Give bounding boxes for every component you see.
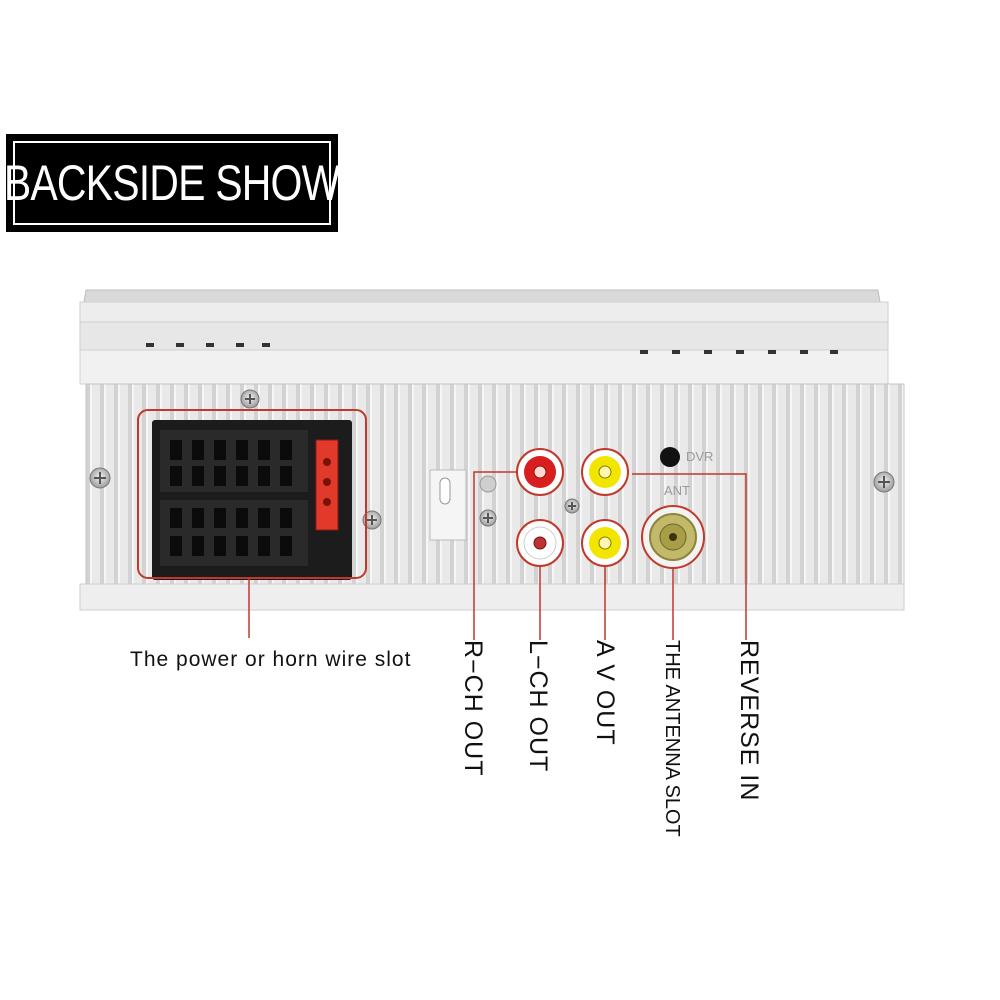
dvr-label: DVR (686, 449, 714, 464)
page-title: BACKSIDE SHOW (4, 155, 340, 211)
screw-icon (240, 389, 260, 409)
l-ch-out-label: L−CH OUT (524, 640, 552, 773)
fuse-icon (315, 439, 339, 531)
rca-jack-icon (581, 519, 629, 567)
title-banner: BACKSIDE SHOW (4, 134, 341, 232)
power-connector (152, 420, 352, 580)
rca-jack-icon (516, 519, 564, 567)
rca-jack-icon (581, 448, 629, 496)
title-frame: BACKSIDE SHOW (4, 141, 341, 225)
top-cover (79, 289, 889, 385)
bottom-lip (79, 583, 905, 611)
r-ch-out-label: R−CH OUT (459, 640, 487, 777)
antenna-socket-icon (641, 505, 705, 569)
screw-icon (89, 467, 111, 489)
screw-icon (362, 510, 382, 530)
av-out-label: A V OUT (591, 640, 619, 746)
antenna-slot-label: THE ANTENNA SLOT (661, 640, 683, 837)
ant-label: ANT (664, 483, 690, 498)
power-slot-highlight (137, 409, 367, 579)
callout-lines (248, 471, 747, 640)
screw-icon (873, 471, 895, 493)
mount-bracket (429, 469, 580, 541)
dvr-port (660, 447, 680, 467)
reverse-in-label: REVERSE IN (735, 640, 763, 802)
rca-jack-icon (516, 448, 564, 496)
power-slot-label: The power or horn wire slot (130, 648, 412, 671)
